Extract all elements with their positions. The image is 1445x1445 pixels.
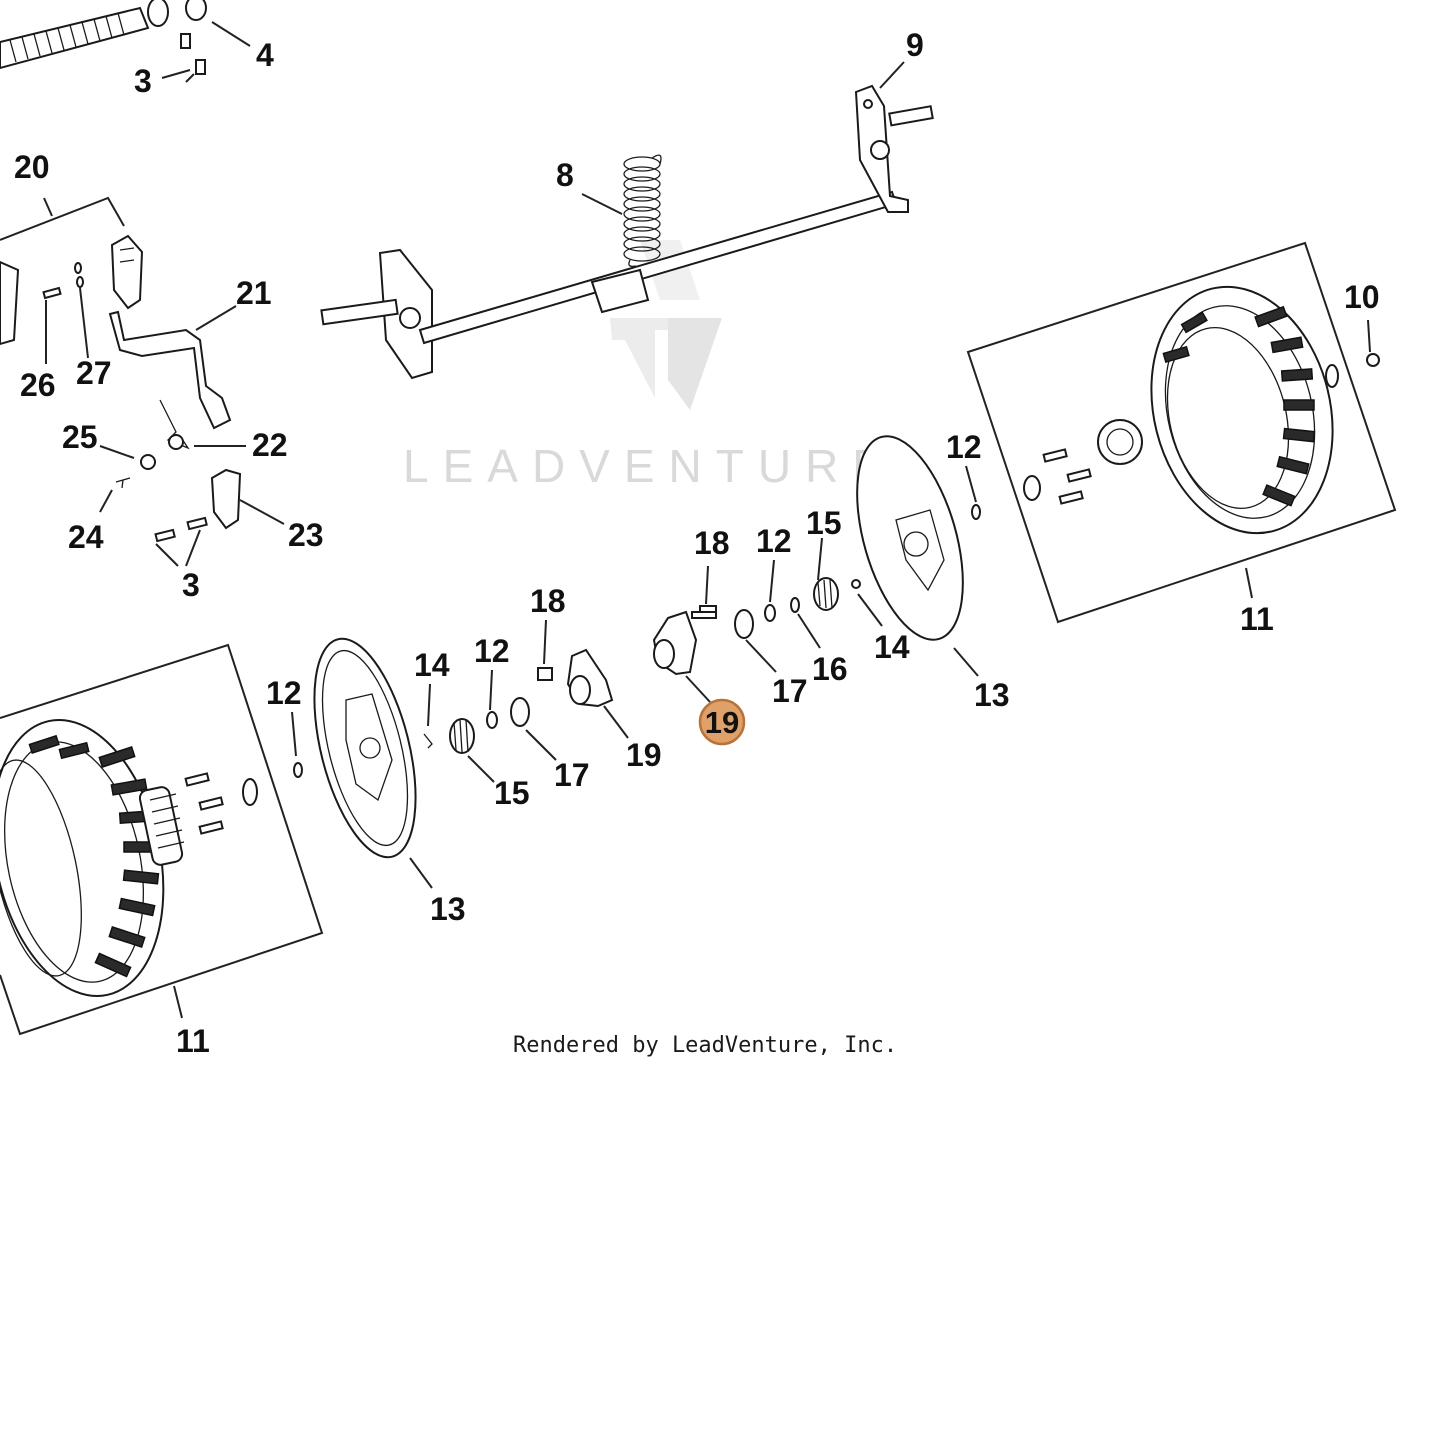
highlighted-callout-label: 19 — [705, 705, 739, 740]
height-adjust-handle — [0, 234, 232, 430]
bolt-3-top — [180, 33, 206, 75]
callout-15-left: 15 — [494, 775, 530, 811]
callout-11-left: 11 — [176, 1023, 210, 1059]
callout-3-top: 3 — [134, 63, 152, 99]
drive-shaft-fragment — [0, 0, 207, 70]
callout-11-right: 11 — [1240, 601, 1274, 637]
spring — [623, 154, 662, 268]
callout-15-right: 15 — [806, 505, 842, 541]
callout-14-left: 14 — [414, 647, 450, 683]
callout-25: 25 — [62, 419, 98, 455]
callout-12-left: 12 — [266, 675, 302, 711]
left-wheel-box — [0, 643, 324, 1036]
height-adjust-box — [0, 196, 125, 241]
pivot-bar-assembly — [320, 84, 934, 380]
callout-19: 19 — [626, 737, 662, 773]
callout-27: 27 — [76, 355, 112, 391]
right-hub-plate — [851, 435, 964, 641]
callout-13-right: 13 — [974, 677, 1010, 713]
highlighted-callout[interactable]: 19 — [698, 698, 746, 746]
callout-24: 24 — [68, 519, 104, 555]
right-wheel — [971, 285, 1380, 535]
callout-12-center-right: 12 — [756, 523, 792, 559]
watermark-text: LEADVENTURE — [403, 440, 897, 492]
callout-10: 10 — [1344, 279, 1380, 315]
callout-18-left: 18 — [530, 583, 566, 619]
left-hub-plate — [313, 637, 417, 859]
right-wheel-box — [966, 241, 1397, 624]
callout-8: 8 — [556, 157, 574, 193]
callout-4: 4 — [256, 37, 274, 73]
callout-9: 9 — [906, 27, 924, 63]
render-credit: Rendered by LeadVenture, Inc. — [513, 1033, 897, 1058]
watermark-logo — [610, 240, 722, 410]
callout-21: 21 — [236, 275, 272, 311]
callout-22: 22 — [252, 427, 288, 463]
callout-23: 23 — [288, 517, 324, 553]
callout-20: 20 — [14, 149, 50, 185]
callout-12-center-left: 12 — [474, 633, 510, 669]
callout-17-left: 17 — [554, 757, 590, 793]
callout-17-right: 17 — [772, 673, 808, 709]
left-wheel — [0, 719, 303, 997]
center-left-parts — [423, 648, 614, 754]
callout-26: 26 — [20, 367, 56, 403]
small-parts-left — [42, 262, 242, 543]
callout-16: 16 — [812, 651, 848, 687]
callout-13-left: 13 — [430, 891, 466, 927]
leader-lines — [43, 21, 1371, 1019]
callout-14-right: 14 — [874, 629, 910, 665]
center-right-parts — [652, 577, 839, 676]
callout-18-right: 18 — [694, 525, 730, 561]
callout-3-bottom: 3 — [182, 567, 200, 603]
callout-12-right: 12 — [946, 429, 982, 465]
